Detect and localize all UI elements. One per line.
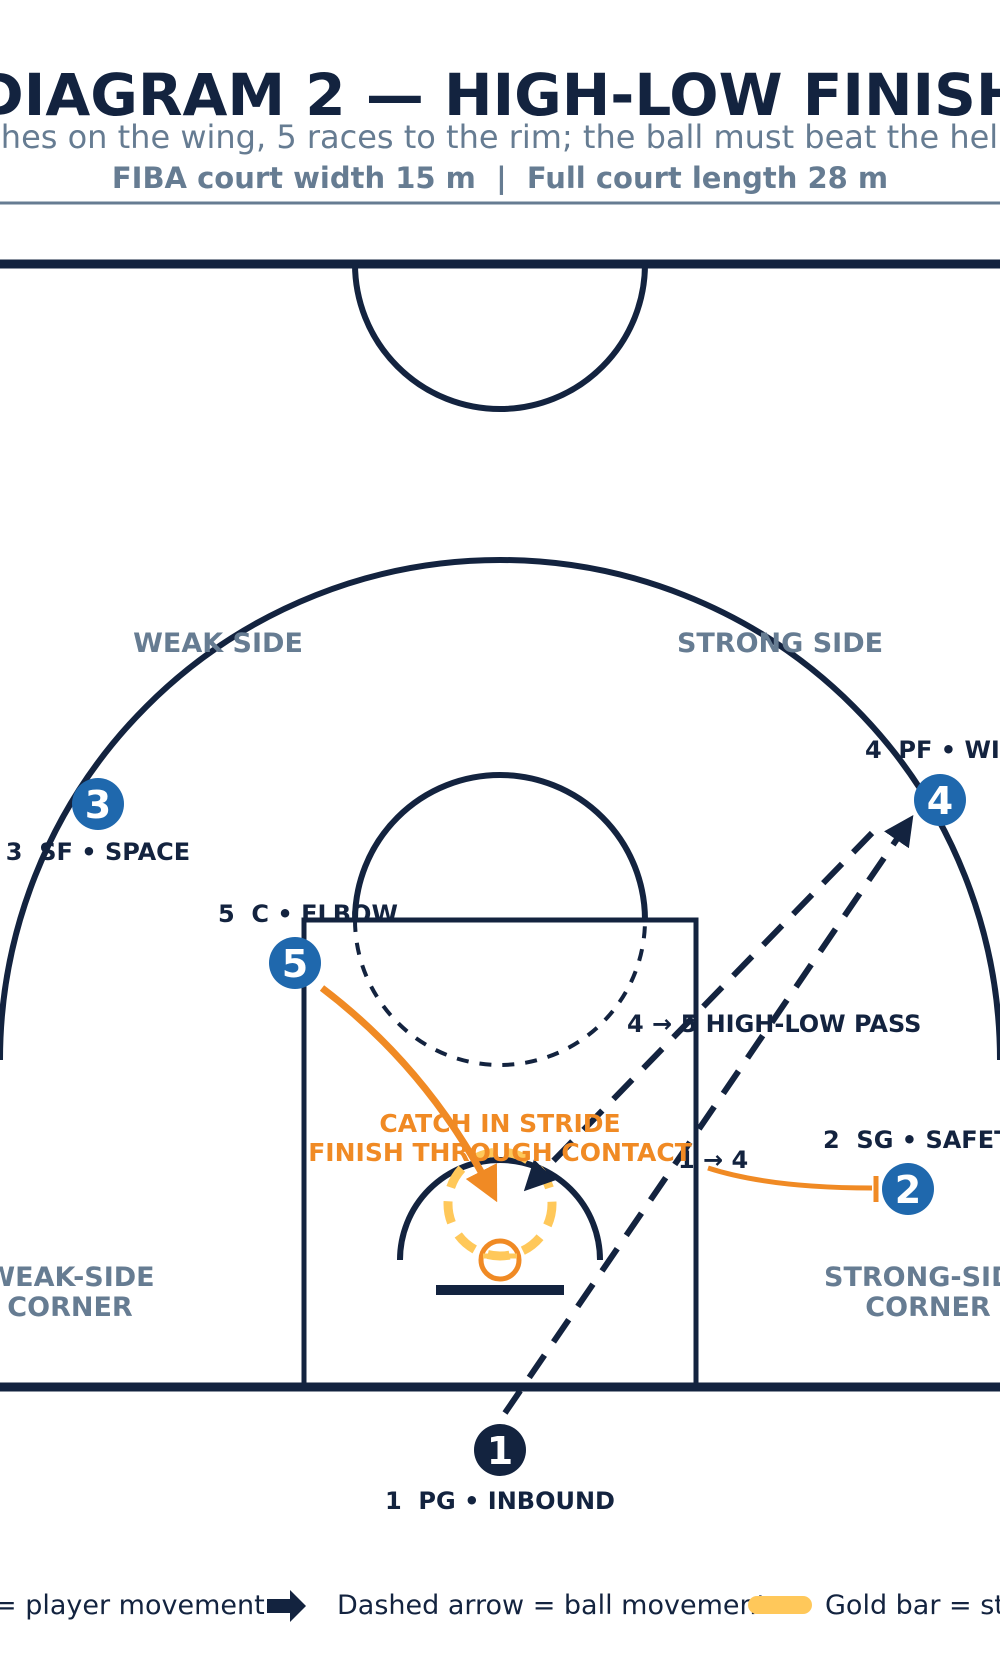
player-3-marker[interactable] [72,778,124,830]
player-3-label: 3 SF • SPACE [6,838,190,866]
weak-side-label: WEAK SIDE [133,628,303,659]
player-4-marker[interactable] [914,774,966,826]
player-3[interactable]: 3 3 SF • SPACE [6,778,190,866]
arrow-right-icon [267,1590,306,1622]
player-2-marker[interactable] [882,1163,934,1215]
center-circle [352,263,648,412]
player-1-marker[interactable] [474,1424,526,1476]
cut-5-to-rim [319,985,498,1203]
strong-corner-label-2: CORNER [865,1292,991,1323]
strong-corner-label-1: STRONG-SIDE [824,1262,1000,1293]
catch-callout-2: FINISH THROUGH CONTACT [308,1138,692,1167]
player-1-label: 1 PG • INBOUND [385,1487,615,1515]
weak-corner-label-1: WEAK-SIDE [0,1262,155,1293]
player-2-number: 2 [895,1168,921,1212]
legend: = player movement Dashed arrow = ball mo… [0,1590,1000,1622]
player-2[interactable]: 2 2 SG • SAFETY [823,1126,1000,1215]
catch-callout-1: CATCH IN STRIDE [379,1109,620,1138]
free-throw-circle-bottom [353,919,647,1067]
player-4[interactable]: 4 4 PF • WIN [865,736,1000,826]
player-5-label: 5 C • ELBOW [218,900,398,928]
page-title: DIAGRAM 2 — HIGH-LOW FINISH [0,61,1000,129]
move-2-safety [707,1165,873,1191]
high-low-pass-label: 4 → 5 HIGH-LOW PASS [627,1010,921,1038]
rim [478,1238,522,1282]
player-5[interactable]: 5 5 C • ELBOW [218,900,398,989]
player-1[interactable]: 1 1 PG • INBOUND [385,1424,615,1515]
legend-ball-movement: Dashed arrow = ball movement [337,1590,767,1621]
page-subtitle: atches on the wing, 5 races to the rim; … [0,118,1000,156]
restricted-area-arc [397,1157,603,1261]
player-5-number: 5 [282,942,308,986]
strong-side-label: STRONG SIDE [677,628,883,659]
player-2-label: 2 SG • SAFETY [823,1126,1000,1154]
court-dimensions: FIBA court width 15 m | Full court lengt… [112,161,888,195]
player-4-number: 4 [927,779,953,823]
player-3-number: 3 [85,783,111,827]
one-to-four-label: 1 → 4 [678,1146,748,1174]
legend-player-movement: = player movement [0,1590,265,1621]
player-4-label: 4 PF • WIN [865,736,1000,764]
pass-1-to-4 [502,815,914,1415]
court [0,259,1000,1392]
weak-corner-label-2: CORNER [7,1292,133,1323]
free-throw-circle-top [352,772,648,921]
pass-4-to-5 [523,830,875,1192]
legend-gold-bar: Gold bar = stat [825,1590,1000,1621]
player-5-marker[interactable] [269,937,321,989]
player-1-number: 1 [487,1429,513,1473]
